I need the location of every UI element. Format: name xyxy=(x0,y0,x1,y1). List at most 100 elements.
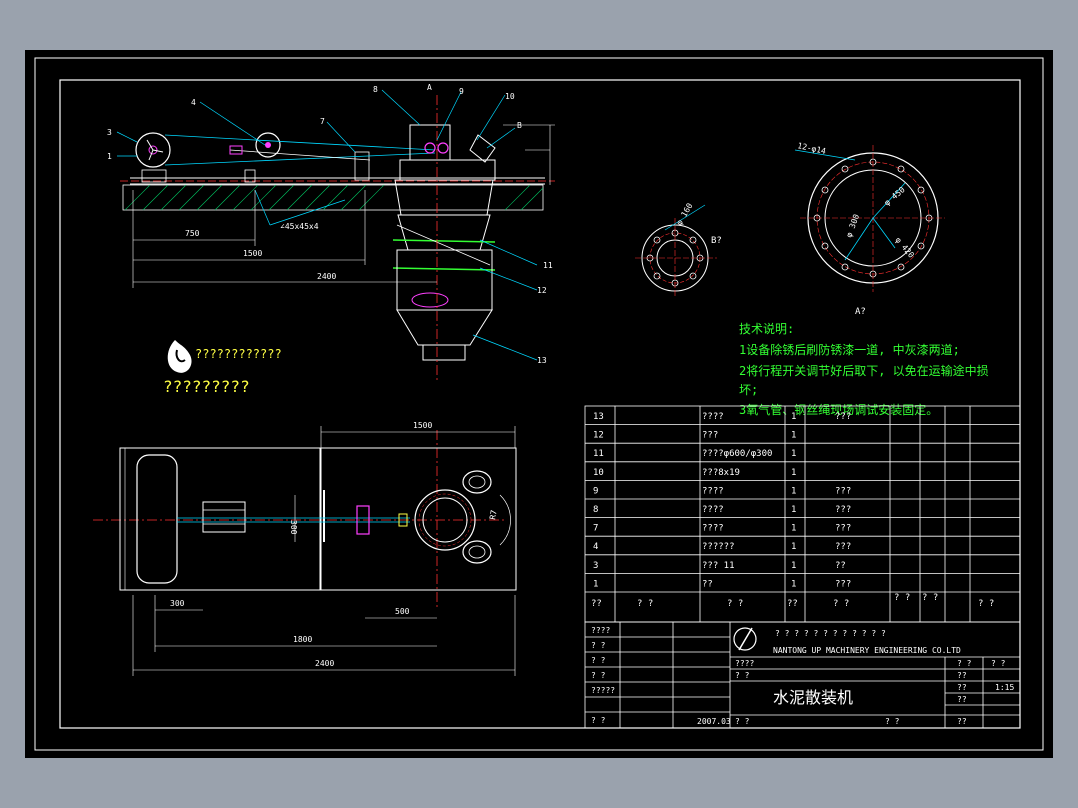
view-b-dim: φ 160 xyxy=(675,201,695,227)
bom-row-no: 8 xyxy=(593,505,598,515)
callout-a: A xyxy=(427,83,432,92)
cad-canvas: 3 1 4 7 8 9 10 A B 11 12 13 750 1500 240… xyxy=(25,50,1053,758)
bom-header-6b: ? ? xyxy=(922,593,938,603)
bom-header-7: ? ? xyxy=(978,599,994,609)
drawing-scale: 1:15 xyxy=(995,683,1014,692)
tb-right-2: ?? xyxy=(957,671,967,680)
outer-frame xyxy=(34,57,1044,751)
bom-row-no: 10 xyxy=(593,468,604,478)
company-logo-stamp: ???????????? ????????? xyxy=(163,340,282,396)
logo-text: ???????????? xyxy=(195,347,282,361)
callout-11: 11 xyxy=(543,261,553,270)
tb-left-4: ? ? xyxy=(591,671,606,680)
view-a-d3: φ 420 xyxy=(893,236,915,260)
front-elevation-view: 3 1 4 7 8 9 10 A B 11 12 13 750 1500 240… xyxy=(107,83,555,380)
bom-row-qty: 1 xyxy=(791,431,796,441)
view-b-label: B? xyxy=(711,236,722,246)
callout-12: 12 xyxy=(537,286,547,295)
dim-2400: 2400 xyxy=(317,272,336,281)
bom-row-name: ???? xyxy=(702,412,724,422)
bom-row-qty: 1 xyxy=(791,524,796,534)
notes-line2: 2将行程开关调节好后取下, 以免在运输途中损 xyxy=(739,363,989,378)
tb-right-1b: ? ? xyxy=(991,659,1006,668)
notes-line2b: 坏; xyxy=(739,383,758,397)
bom-row-qty: 1 xyxy=(791,486,796,496)
bom-row-material: ??? xyxy=(835,412,851,422)
callout-3: 3 xyxy=(107,128,112,137)
tb-mid-4: ? ? xyxy=(885,717,900,726)
company-name-cn: ? ? ? ? ? ? ? ? ? ? ? ? xyxy=(775,629,886,638)
callout-4: 4 xyxy=(191,98,196,107)
inner-frame xyxy=(59,79,1021,729)
bom-row-no: 3 xyxy=(593,561,598,571)
bom-header-4: ?? xyxy=(787,599,798,609)
bom-row-no: 9 xyxy=(593,486,598,496)
company-name-en: NANTONG UP MACHINERY ENGINEERING CO.LTD xyxy=(773,646,961,655)
dim-angle: ∠45x45x4 xyxy=(280,222,319,231)
bom-row-no: 12 xyxy=(593,431,604,441)
plan-dim-mid: 300 xyxy=(289,520,298,535)
bom-row-no: 7 xyxy=(593,524,598,534)
callout-13: 13 xyxy=(537,356,547,365)
view-a-d2: φ 450 xyxy=(883,185,907,207)
plan-dim-300: 300 xyxy=(170,599,185,608)
bom-row-material: ??? xyxy=(835,486,851,496)
plan-dim-1500: 1500 xyxy=(413,421,432,430)
tb-left-3: ? ? xyxy=(591,656,606,665)
bom-row-name: ???? xyxy=(702,486,724,496)
view-a-holes: 12-φ14 xyxy=(797,141,827,156)
bom-row-name: ????φ600/φ300 xyxy=(702,449,772,459)
tb-mid-3: ? ? xyxy=(735,717,750,726)
dim-750: 750 xyxy=(185,229,200,238)
tb-left-5: ????? xyxy=(591,686,615,695)
bom-header-6: ? ? xyxy=(894,593,910,603)
bom-row-material: ??? xyxy=(835,524,851,534)
bom-row-name: ???? xyxy=(702,505,724,515)
bom-row-material: ??? xyxy=(835,579,851,589)
motor-pulley xyxy=(255,132,281,158)
drawing-date: 2007.03 xyxy=(697,717,731,726)
bom-row-no: 4 xyxy=(593,542,598,552)
view-b: φ 160 B? xyxy=(635,201,722,298)
bom-row-qty: 1 xyxy=(791,579,796,589)
title-block-text: ? ? ? ? ? ? ? ? ? ? ? ? NANTONG UP MACHI… xyxy=(591,626,1014,726)
technical-notes: 技术说明: 1设备除锈后刷防锈漆一道, 中灰漆两道; 2将行程开关调节好后取下,… xyxy=(739,321,989,417)
title-block xyxy=(584,621,1021,729)
plan-dim-2400: 2400 xyxy=(315,659,334,668)
tb-left-2: ? ? xyxy=(591,641,606,650)
tb-right-1: ? ? xyxy=(957,659,972,668)
bom-header-2: ? ? xyxy=(637,599,653,609)
company-logo-icon xyxy=(733,627,757,651)
bom-row-material: ??? xyxy=(835,505,851,515)
callout-8: 8 xyxy=(373,85,378,94)
bom-row-name: ?? xyxy=(702,579,713,589)
tb-left-1: ???? xyxy=(591,626,610,635)
ground-slab xyxy=(122,184,544,211)
tb-left-6: ? ? xyxy=(591,716,606,725)
bom-header-3: ? ? xyxy=(727,599,743,609)
bom-row-no: 13 xyxy=(593,412,604,422)
bom-row-qty: 1 xyxy=(791,412,796,422)
bom-row-qty: 1 xyxy=(791,561,796,571)
bom-row-name: ???? xyxy=(702,524,724,534)
bill-of-materials xyxy=(584,405,1021,623)
bom-row-material: ?? xyxy=(835,561,846,571)
bom-header-5: ? ? xyxy=(833,599,849,609)
plan-dim-500: 500 xyxy=(395,607,410,616)
bom-row-qty: 1 xyxy=(791,542,796,552)
view-a-label: A? xyxy=(855,307,866,317)
bom-row-no: 1 xyxy=(593,579,598,589)
bom-row-material: ??? xyxy=(835,542,851,552)
bom-row-qty: 1 xyxy=(791,449,796,459)
bom-row-name: ??? 11 xyxy=(702,561,735,571)
bom-row-name: ?????? xyxy=(702,542,735,552)
bom-row-qty: 1 xyxy=(791,505,796,515)
callout-b: B xyxy=(517,121,522,130)
bom-row-name: ???8x19 xyxy=(702,468,740,478)
bom-row-qty: 1 xyxy=(791,468,796,478)
callout-10: 10 xyxy=(505,92,515,101)
ground-hatch xyxy=(124,184,544,211)
bom-row-no: 11 xyxy=(593,449,604,459)
plan-dim-r: R7 xyxy=(488,509,499,520)
